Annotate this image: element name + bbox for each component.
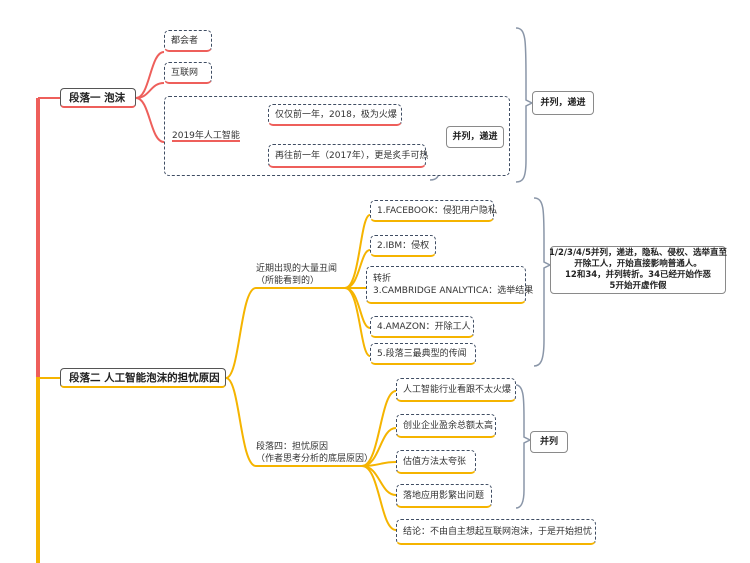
group1-item-5[interactable]: 5.段落三最典型的传闻 [370, 343, 476, 365]
group1-item-3[interactable]: 转折 3.CAMBRIDGE ANALYTICA：选举结果 [366, 266, 534, 304]
group1-summary-line1: 1/2/3/4/5并列，递进，隐私、侵权、选举直至 [549, 248, 727, 258]
group1-item-4-text: 4.AMAZON：开除工人 [377, 321, 471, 332]
group1-summary-line4: 5开始开虚作假 [609, 281, 667, 291]
section1-title[interactable]: 段落一 泡沫 [60, 88, 136, 108]
section1-item-1[interactable]: 都会者 [164, 30, 212, 52]
group1-summary-line3: 12和34，并列转折。34已经开始作恶 [565, 270, 711, 280]
group1-item-4[interactable]: 4.AMAZON：开除工人 [370, 316, 474, 338]
group2-item-3[interactable]: 估值方法太夸张 [396, 450, 476, 474]
group2-summary[interactable]: 并列 [530, 431, 568, 453]
group2-conclusion[interactable]: 结论：不由自主想起互联网泡沫，于是开始担忧 [396, 519, 596, 545]
section1-ai-label[interactable]: 2019年人工智能 [172, 131, 240, 142]
section2-title[interactable]: 段落二 人工智能泡沫的担忧原因 [60, 368, 226, 388]
section2-group1-label[interactable]: 近期出现的大量丑闻 （所能看到的） [256, 263, 348, 289]
group1-item-1[interactable]: 1.FACEBOOK：侵犯用户隐私 [370, 200, 497, 222]
group1-item-1-text: 1.FACEBOOK：侵犯用户隐私 [377, 205, 497, 216]
group1-item-5-text: 5.段落三最典型的传闻 [377, 348, 467, 359]
group1-item-2[interactable]: 2.IBM：侵权 [370, 235, 436, 257]
group2-item-1[interactable]: 人工智能行业看跟不太火爆 [396, 378, 516, 402]
group1-summary-line2: 开除工人，开始直接影响普通人。 [574, 259, 702, 269]
section2-group2-label[interactable]: 段落四：担忧原因 （作者思考分析的底层原因） [256, 441, 374, 467]
section1-ai-item-1[interactable]: 仅仅前一年，2018，极为火爆 [268, 104, 402, 126]
group2-item-4[interactable]: 落地应用影繁出问题 [396, 484, 492, 508]
section1-inner-summary[interactable]: 并列，递进 [446, 126, 504, 148]
group2-item-2[interactable]: 创业企业盈余总额太高 [396, 414, 496, 438]
section1-outer-summary[interactable]: 并列，递进 [532, 91, 594, 115]
group1-label-line2: （所能看到的） [256, 276, 320, 286]
group1-item-3-line1: 转折 [373, 273, 392, 284]
group1-label-line1: 近期出现的大量丑闻 [256, 264, 338, 274]
section1-ai-item-2[interactable]: 再往前一年（2017年），更是炙手可热 [268, 144, 428, 168]
group1-item-2-text: 2.IBM：侵权 [377, 240, 430, 251]
group1-item-3-line2: 3.CAMBRIDGE ANALYTICA：选举结果 [373, 285, 534, 296]
group1-summary[interactable]: 1/2/3/4/5并列，递进，隐私、侵权、选举直至 开除工人，开始直接影响普通人… [549, 246, 727, 294]
group2-label-line2: （作者思考分析的底层原因） [256, 454, 374, 464]
group2-label-line1: 段落四：担忧原因 [256, 442, 329, 452]
section1-item-2[interactable]: 互联网 [164, 62, 212, 84]
